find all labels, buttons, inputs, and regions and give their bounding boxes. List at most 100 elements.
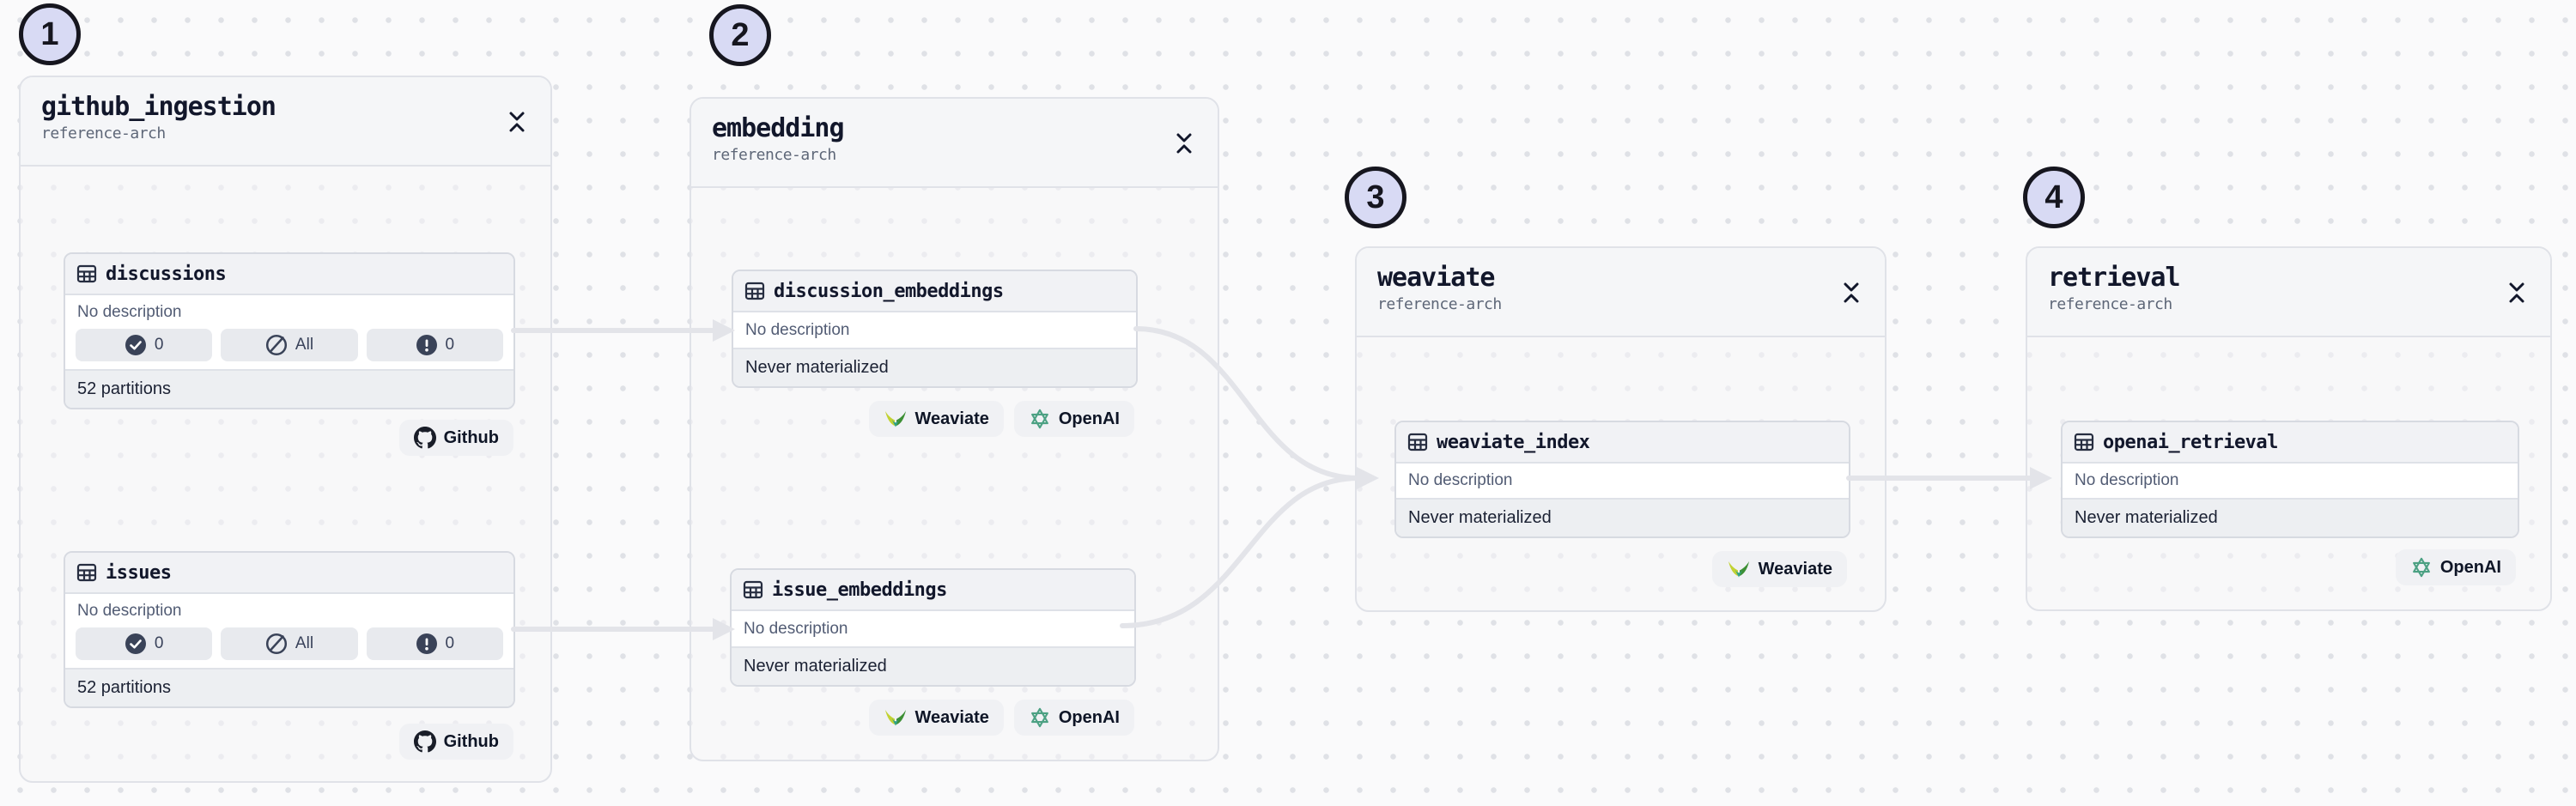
group-header-retrieval[interactable]: retrieval reference-arch xyxy=(2027,248,2550,337)
asset-description: No description xyxy=(77,602,182,621)
partitions-missing-pill[interactable]: All xyxy=(221,328,358,361)
partition-status-row: 0 All 0 xyxy=(76,328,503,361)
kind-badge-weaviate[interactable]: Weaviate xyxy=(868,401,1004,437)
table-icon xyxy=(76,563,97,582)
weaviate-icon xyxy=(884,411,906,427)
step-circle-3: 3 xyxy=(1345,167,1406,228)
openai-icon xyxy=(2412,557,2430,578)
asset-group-github-ingestion: github_ingestion reference-arch discussi… xyxy=(19,76,552,783)
pill-count: 0 xyxy=(445,335,455,354)
asset-card-openai-retrieval[interactable]: openai_retrieval No description Never ma… xyxy=(2061,421,2519,538)
kind-label: OpenAI xyxy=(2439,557,2501,577)
table-icon xyxy=(744,282,765,300)
kind-badge-row: OpenAI xyxy=(2395,549,2516,585)
kind-badge-openai[interactable]: OpenAI xyxy=(1013,401,1134,437)
asset-partitions-footer: 52 partitions xyxy=(65,369,513,408)
asset-card-issues[interactable]: issues No description 0 All 0 52 partiti… xyxy=(64,551,515,708)
pill-count: 0 xyxy=(445,633,455,652)
kind-badge-openai[interactable]: OpenAI xyxy=(2395,549,2516,585)
kind-badge-row: Weaviate OpenAI xyxy=(868,700,1134,736)
asset-description: No description xyxy=(745,320,850,339)
asset-name: discussion_embeddings xyxy=(774,280,1004,302)
kind-badge-weaviate[interactable]: Weaviate xyxy=(868,700,1004,736)
collapse-icon xyxy=(509,112,525,132)
asset-name: issue_embeddings xyxy=(772,579,947,601)
check-circle-icon xyxy=(124,333,147,356)
asset-description: No description xyxy=(77,303,182,322)
kind-badge-weaviate[interactable]: Weaviate xyxy=(1711,551,1847,587)
step-circle-2: 2 xyxy=(709,4,771,66)
asset-card-header: issue_embeddings xyxy=(732,570,1134,611)
asset-partitions-footer: 52 partitions xyxy=(65,668,513,706)
table-icon xyxy=(2074,433,2094,451)
openai-icon xyxy=(1030,409,1048,429)
group-title: retrieval xyxy=(2048,263,2181,293)
weaviate-icon xyxy=(1728,561,1749,578)
kind-label: OpenAI xyxy=(1058,707,1120,727)
group-header-embedding[interactable]: embedding reference-arch xyxy=(691,99,1218,188)
kind-label: OpenAI xyxy=(1058,409,1120,428)
asset-materialization-status: Never materialized xyxy=(1396,498,1849,536)
pill-count: 0 xyxy=(154,335,164,354)
asset-card-discussions[interactable]: discussions No description 0 All 0 52 pa… xyxy=(64,252,515,409)
alert-circle-icon xyxy=(416,334,437,355)
step-circle-4: 4 xyxy=(2023,167,2085,228)
asset-card-header: discussion_embeddings xyxy=(733,271,1136,312)
asset-materialization-status: Never materialized xyxy=(2063,498,2518,536)
weaviate-icon xyxy=(884,710,906,726)
asset-card-discussion-embeddings[interactable]: discussion_embeddings No description Nev… xyxy=(732,270,1138,388)
kind-label: Github xyxy=(443,731,499,751)
asset-card-body: No description 0 All 0 xyxy=(65,295,513,369)
asset-card-header: issues xyxy=(65,553,513,594)
kind-label: Weaviate xyxy=(914,409,989,428)
partitions-failed-pill[interactable]: 0 xyxy=(366,627,503,660)
partitions-success-pill[interactable]: 0 xyxy=(76,627,213,660)
asset-name: discussions xyxy=(106,263,227,285)
partitions-missing-pill[interactable]: All xyxy=(221,627,358,660)
asset-group-retrieval: retrieval reference-arch openai_retrieva… xyxy=(2026,246,2552,611)
kind-label: Weaviate xyxy=(914,707,989,727)
collapse-group-button[interactable] xyxy=(1840,276,1862,310)
pill-count: All xyxy=(295,335,314,354)
group-header-weaviate[interactable]: weaviate reference-arch xyxy=(1357,248,1885,337)
openai-icon xyxy=(1030,707,1048,728)
group-subtitle: reference-arch xyxy=(712,146,836,164)
group-header-github-ingestion[interactable]: github_ingestion reference-arch xyxy=(21,77,550,167)
asset-materialization-status: Never materialized xyxy=(732,646,1134,685)
check-circle-icon xyxy=(124,632,147,655)
collapse-icon xyxy=(1844,282,1859,303)
kind-label: Github xyxy=(443,427,499,447)
group-title: weaviate xyxy=(1377,263,1496,293)
group-subtitle: reference-arch xyxy=(2048,295,2172,313)
table-icon xyxy=(76,264,97,283)
kind-badge-row: Weaviate OpenAI xyxy=(868,401,1134,437)
collapse-group-button[interactable] xyxy=(506,105,528,139)
step-number: 3 xyxy=(1366,179,1385,215)
kind-badge-row: Github xyxy=(398,420,513,456)
step-number: 4 xyxy=(2044,179,2063,215)
pill-count: 0 xyxy=(154,633,164,652)
kind-badge-github[interactable]: Github xyxy=(398,724,513,760)
kind-badge-openai[interactable]: OpenAI xyxy=(1013,700,1134,736)
asset-card-issue-embeddings[interactable]: issue_embeddings No description Never ma… xyxy=(730,568,1136,687)
table-icon xyxy=(1407,433,1428,451)
partitions-success-pill[interactable]: 0 xyxy=(76,328,213,361)
group-subtitle: reference-arch xyxy=(41,124,166,142)
collapse-icon xyxy=(2509,282,2524,303)
kind-badge-row: Github xyxy=(398,724,513,760)
asset-description: No description xyxy=(744,619,848,638)
step-circle-1: 1 xyxy=(19,3,81,65)
step-number: 1 xyxy=(40,15,59,52)
collapse-group-button[interactable] xyxy=(1173,126,1195,161)
asset-name: openai_retrieval xyxy=(2103,431,2278,453)
slash-circle-icon xyxy=(265,633,287,654)
step-number: 2 xyxy=(731,16,750,53)
asset-group-embedding: embedding reference-arch discussion_embe… xyxy=(690,97,1219,761)
kind-badge-github[interactable]: Github xyxy=(398,420,513,456)
kind-label: Weaviate xyxy=(1758,559,1832,579)
partitions-failed-pill[interactable]: 0 xyxy=(366,328,503,361)
collapse-group-button[interactable] xyxy=(2506,276,2528,310)
github-icon xyxy=(413,427,436,449)
asset-card-weaviate-index[interactable]: weaviate_index No description Never mate… xyxy=(1394,421,1850,538)
